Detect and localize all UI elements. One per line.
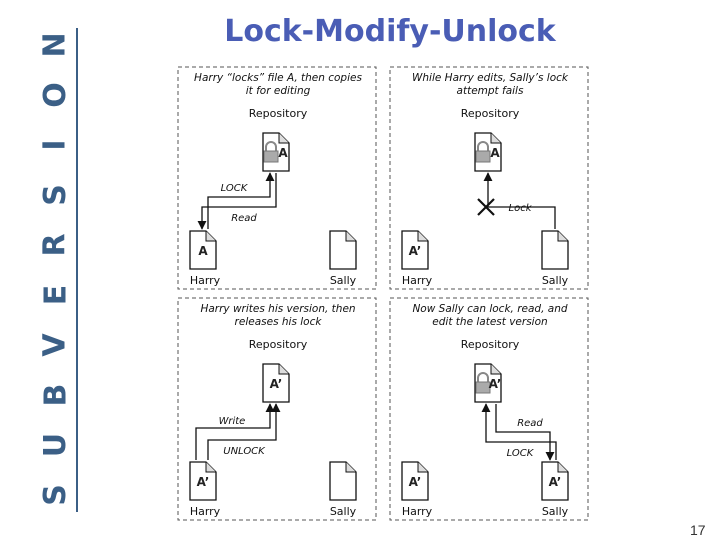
document-label: A’ (409, 244, 422, 258)
document-label: A’ (489, 377, 502, 391)
arrow-label: LOCK (507, 448, 535, 459)
document-fold (205, 462, 216, 473)
repository-document: A (474, 132, 502, 172)
panel-caption: While Harry edits, Sally’s lock (412, 72, 569, 84)
repository-label: Repository (461, 107, 520, 120)
document-fold (278, 364, 289, 375)
harry-document: A (189, 230, 217, 270)
read-arrow (495, 404, 555, 461)
document-page (329, 230, 357, 270)
brand-wordmark: N O I S R E V B U S (36, 30, 76, 510)
panel-caption: releases his lock (235, 316, 323, 328)
sally-document (329, 230, 357, 270)
sally-document: A’ (541, 461, 569, 501)
panel-caption: it for editing (246, 85, 311, 97)
lock-icon (475, 372, 491, 394)
write-arrow (195, 403, 275, 460)
arrow-label: Lock (509, 203, 533, 214)
harry-document: A’ (401, 461, 429, 501)
panel-caption: Harry “locks” file A, then copies (194, 72, 362, 84)
brand-letter: U (38, 432, 73, 458)
lock-icon (475, 141, 491, 163)
sally-document (541, 230, 569, 270)
harry-document: A’ (401, 230, 429, 270)
document-fold (345, 462, 356, 473)
brand-letter: V (38, 333, 73, 357)
user-sally-label: Sally (542, 274, 569, 287)
panel-caption: Harry writes his version, then (200, 303, 355, 315)
repository-document: A’ (474, 363, 502, 403)
user-harry-label: Harry (190, 505, 221, 518)
brand-letter: E (38, 284, 73, 306)
user-sally-label: Sally (542, 505, 569, 518)
document-label: A’ (197, 475, 210, 489)
arrow-label: Read (517, 418, 543, 429)
document-page (329, 461, 357, 501)
slide-title: Lock-Modify-Unlock (224, 14, 556, 49)
repository-document: A’ (262, 363, 290, 403)
document-page (541, 230, 569, 270)
brand-letter: B (38, 383, 73, 407)
document-label: A’ (549, 475, 562, 489)
repository-label: Repository (249, 107, 308, 120)
document-fold (278, 133, 289, 144)
sidebar-rule (76, 28, 78, 512)
document-label: A’ (409, 475, 422, 489)
user-sally-label: Sally (330, 505, 357, 518)
repository-label: Repository (249, 338, 308, 351)
brand-letter: N (37, 32, 73, 58)
harry-document: A’ (189, 461, 217, 501)
brand-letter: I (37, 139, 73, 151)
document-label: A’ (270, 377, 283, 391)
unlock-arrow (207, 403, 281, 460)
user-sally-label: Sally (330, 274, 357, 287)
failed-x-icon (477, 198, 495, 216)
panel-caption: attempt fails (457, 85, 524, 97)
document-fold (557, 231, 568, 242)
document-label: A (490, 146, 500, 160)
user-harry-label: Harry (190, 274, 221, 287)
panel-caption: Now Sally can lock, read, and (412, 303, 567, 315)
brand-letter: S (37, 184, 73, 206)
panel-caption: edit the latest version (432, 316, 547, 328)
panel-frame (177, 66, 377, 290)
user-harry-label: Harry (402, 274, 433, 287)
lock-attempt-arrow (483, 172, 556, 229)
page-number: 17 (690, 522, 706, 538)
panel-frame (177, 297, 377, 521)
document-fold (490, 364, 501, 375)
document-fold (417, 231, 428, 242)
lock-arrow (481, 403, 557, 460)
arrow-label: UNLOCK (223, 446, 266, 457)
read-arrow (197, 173, 277, 230)
repository-label: Repository (461, 338, 520, 351)
panel-frame (389, 297, 589, 521)
sidebar: N O I S R E V B U S (0, 0, 80, 546)
arrow-label: Read (231, 213, 257, 224)
lock-icon (263, 141, 279, 163)
document-fold (205, 231, 216, 242)
user-harry-label: Harry (402, 505, 433, 518)
document-fold (417, 462, 428, 473)
document-fold (490, 133, 501, 144)
sally-document (329, 461, 357, 501)
document-label: A (198, 244, 208, 258)
panel-frame (389, 66, 589, 290)
document-fold (557, 462, 568, 473)
repository-document: A (262, 132, 290, 172)
arrow-label: Write (219, 416, 246, 427)
brand-letter: R (37, 233, 73, 257)
brand-letter: S (37, 484, 73, 506)
arrow-label: LOCK (221, 183, 249, 194)
brand-letter: O (37, 82, 73, 108)
document-label: A (278, 146, 288, 160)
lock-arrow (207, 172, 275, 229)
document-fold (345, 231, 356, 242)
